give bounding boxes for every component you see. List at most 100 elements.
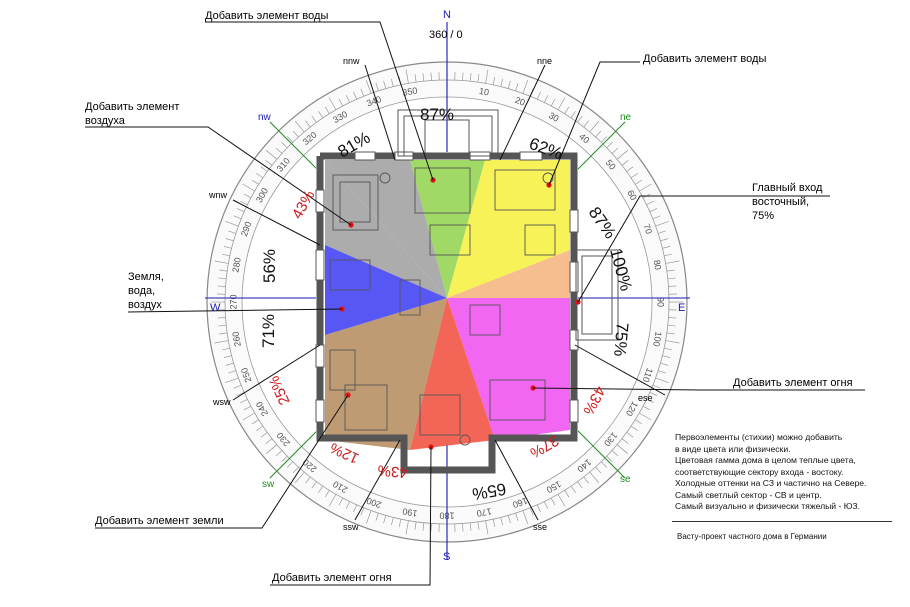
compass-tick <box>668 317 677 319</box>
compass-tick <box>477 521 480 530</box>
compass-tick <box>221 347 230 351</box>
compass-tick <box>265 438 273 444</box>
compass-tick <box>522 80 529 94</box>
compass-tick <box>295 471 305 484</box>
compass-tick <box>477 74 480 83</box>
compass-tick <box>223 246 232 249</box>
north-porch <box>397 109 499 157</box>
sec-green-sector <box>410 160 485 298</box>
compass-tick <box>243 193 252 199</box>
compass-tick <box>616 444 629 454</box>
compass-tick <box>240 399 248 404</box>
callout-air-2: воздуха <box>85 115 126 127</box>
compass-tick <box>652 384 661 389</box>
compass-tick <box>324 490 330 498</box>
sec-brown-sector <box>325 298 447 450</box>
compass-tick <box>666 332 675 335</box>
compass-tick <box>422 522 425 531</box>
compass-tick <box>662 246 671 249</box>
callout-fire-right: Добавить элемент огня <box>733 377 853 389</box>
compass-tick <box>430 523 432 532</box>
compass-tick <box>649 208 658 213</box>
compass-tick <box>360 88 365 97</box>
compass-tick <box>221 253 230 257</box>
compass-tick <box>522 510 529 524</box>
compass-tick <box>646 399 654 404</box>
compass-tick <box>642 405 651 411</box>
degree-label: 290 <box>239 220 254 238</box>
compass-tick <box>536 504 541 513</box>
direction-nne: nne <box>537 56 552 66</box>
compass-tick <box>564 490 570 498</box>
compass-tick <box>318 111 324 119</box>
compass-tick <box>233 215 242 220</box>
compass-tick <box>414 74 417 83</box>
compass-tick <box>286 136 294 143</box>
note-line: соответствующие сектору входа - востоку. <box>675 466 844 477</box>
compass-tick <box>667 277 676 280</box>
compass-tick <box>557 97 566 110</box>
compass-tick <box>430 72 432 81</box>
compass-tick <box>292 130 299 138</box>
compass-tick <box>383 80 387 89</box>
compass-tick <box>214 260 229 264</box>
compass-tick <box>589 471 599 484</box>
compass-tick <box>405 520 409 535</box>
compass-tick <box>223 355 232 358</box>
compass-tick <box>286 461 294 468</box>
compass-tick <box>583 120 589 128</box>
direction-sse: sse <box>533 522 547 532</box>
degree-label: 40 <box>577 131 591 145</box>
degree-label: 260 <box>230 331 242 348</box>
compass-tick <box>635 179 643 185</box>
compass-tick <box>225 362 234 366</box>
compass-tick <box>360 507 365 516</box>
callout-elements-1: Земля, <box>128 271 164 283</box>
compass-tick <box>265 150 278 160</box>
compass-tick <box>507 80 511 89</box>
compass-tick <box>660 362 669 366</box>
compass-tick <box>666 269 675 272</box>
note-line: Самый визуально и физически тяжелый - ЮЗ… <box>675 501 860 511</box>
compass-tick <box>564 106 570 114</box>
note-line: Цветовая гамма дома в целом теплые цвета… <box>675 455 856 465</box>
compass-tick <box>606 141 613 149</box>
compass-tick <box>485 69 489 84</box>
compass-tick <box>328 97 337 110</box>
compass-tick <box>305 120 311 128</box>
compass-tick <box>243 405 252 411</box>
compass-tick <box>570 111 576 119</box>
compass-tick <box>492 76 496 85</box>
compass-tick <box>658 370 666 374</box>
pct-label: 87% <box>420 105 454 124</box>
pct-label: 75% <box>610 322 632 358</box>
compass-tick <box>240 200 248 205</box>
compass-tick <box>536 91 541 100</box>
compass-tick <box>217 317 226 319</box>
compass-tick <box>577 115 583 123</box>
compass-tick <box>621 160 629 166</box>
sec-magenta-sector <box>447 298 570 440</box>
compass-tick <box>305 476 311 484</box>
compass-tick <box>665 260 680 264</box>
degree-label: 30 <box>547 110 561 124</box>
note-line: Самый светлый сектор - СВ и центр. <box>675 489 822 500</box>
compass-tick <box>616 150 629 160</box>
compass-tick <box>662 355 671 358</box>
compass-tick <box>324 106 330 114</box>
compass-tick <box>214 340 229 344</box>
compass-tick <box>311 481 317 489</box>
compass-tick <box>281 141 288 149</box>
compass-tick <box>595 130 602 138</box>
degree-label: 20 <box>514 95 527 108</box>
compass-tick <box>626 432 634 438</box>
note-line: Холодные оттенки на СЗ и частично на Сев… <box>675 478 867 488</box>
compass-tick <box>668 285 677 287</box>
compass-tick <box>228 370 236 374</box>
compass-tick <box>492 519 496 528</box>
direction-s: S <box>443 551 450 563</box>
compass-tick <box>405 69 409 84</box>
compass-tick <box>557 494 566 507</box>
callout-elements-2: вода, <box>128 285 155 297</box>
north-heading: 360 / 0 <box>429 29 463 41</box>
